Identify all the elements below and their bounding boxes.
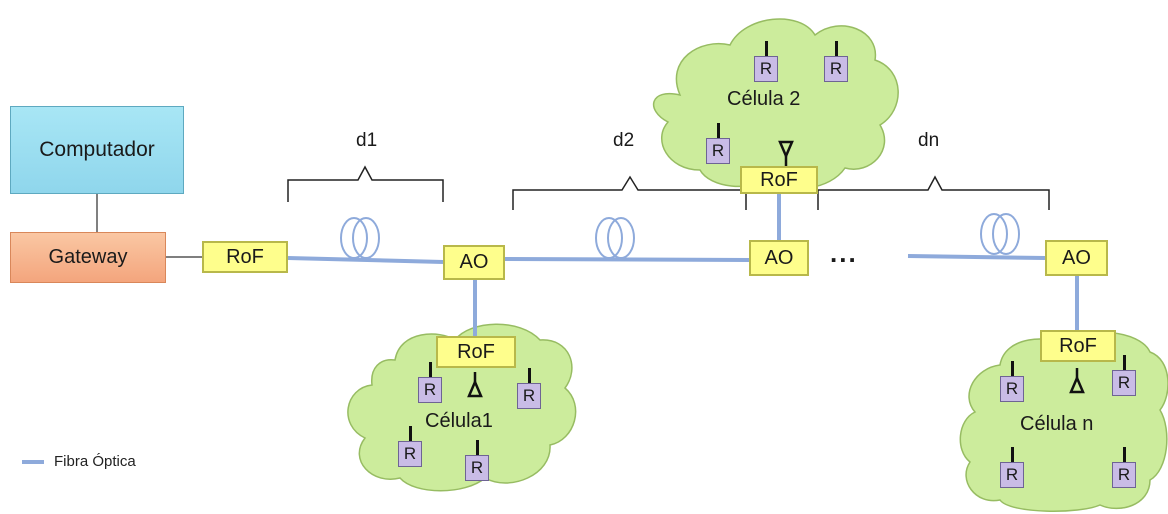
label-cell1: Célula1	[425, 410, 493, 432]
radio-tag: R	[824, 41, 848, 82]
label-cell2: Célula 2	[727, 88, 801, 110]
radio-tag: R	[1112, 447, 1136, 488]
ellipsis: ...	[830, 238, 858, 268]
radio-tag: R	[754, 41, 778, 82]
label-d1: d1	[356, 130, 378, 151]
radio-tag: R	[465, 440, 489, 481]
label-celln: Célula n	[1020, 413, 1094, 435]
ao-2: AO	[749, 240, 809, 276]
fiber-links	[287, 194, 1079, 336]
antennas	[467, 140, 1085, 398]
legend-fiber-label: Fibra Óptica	[54, 453, 136, 470]
ao-n: AO	[1045, 240, 1108, 276]
computer-box: Computador	[10, 106, 184, 194]
distance-braces	[287, 165, 1050, 210]
rof-main: RoF	[202, 241, 288, 273]
rof-cell1: RoF	[436, 336, 516, 368]
radio-tag: R	[517, 368, 541, 409]
legend: Fibra Óptica	[22, 453, 136, 470]
radio-tag: R	[1112, 355, 1136, 396]
radio-tag: R	[706, 123, 730, 164]
fiber-coils	[340, 213, 1020, 259]
legend-fiber-swatch	[22, 459, 44, 464]
radio-tag: R	[418, 362, 442, 403]
radio-tag: R	[1000, 447, 1024, 488]
rof-celln: RoF	[1040, 330, 1116, 362]
ao-1: AO	[443, 245, 505, 280]
radio-tag: R	[1000, 361, 1024, 402]
gateway-box: Gateway	[10, 232, 166, 283]
radio-tag: R	[398, 426, 422, 467]
label-dn: dn	[918, 130, 940, 151]
rof-cell2: RoF	[740, 166, 818, 194]
label-d2: d2	[613, 130, 635, 151]
